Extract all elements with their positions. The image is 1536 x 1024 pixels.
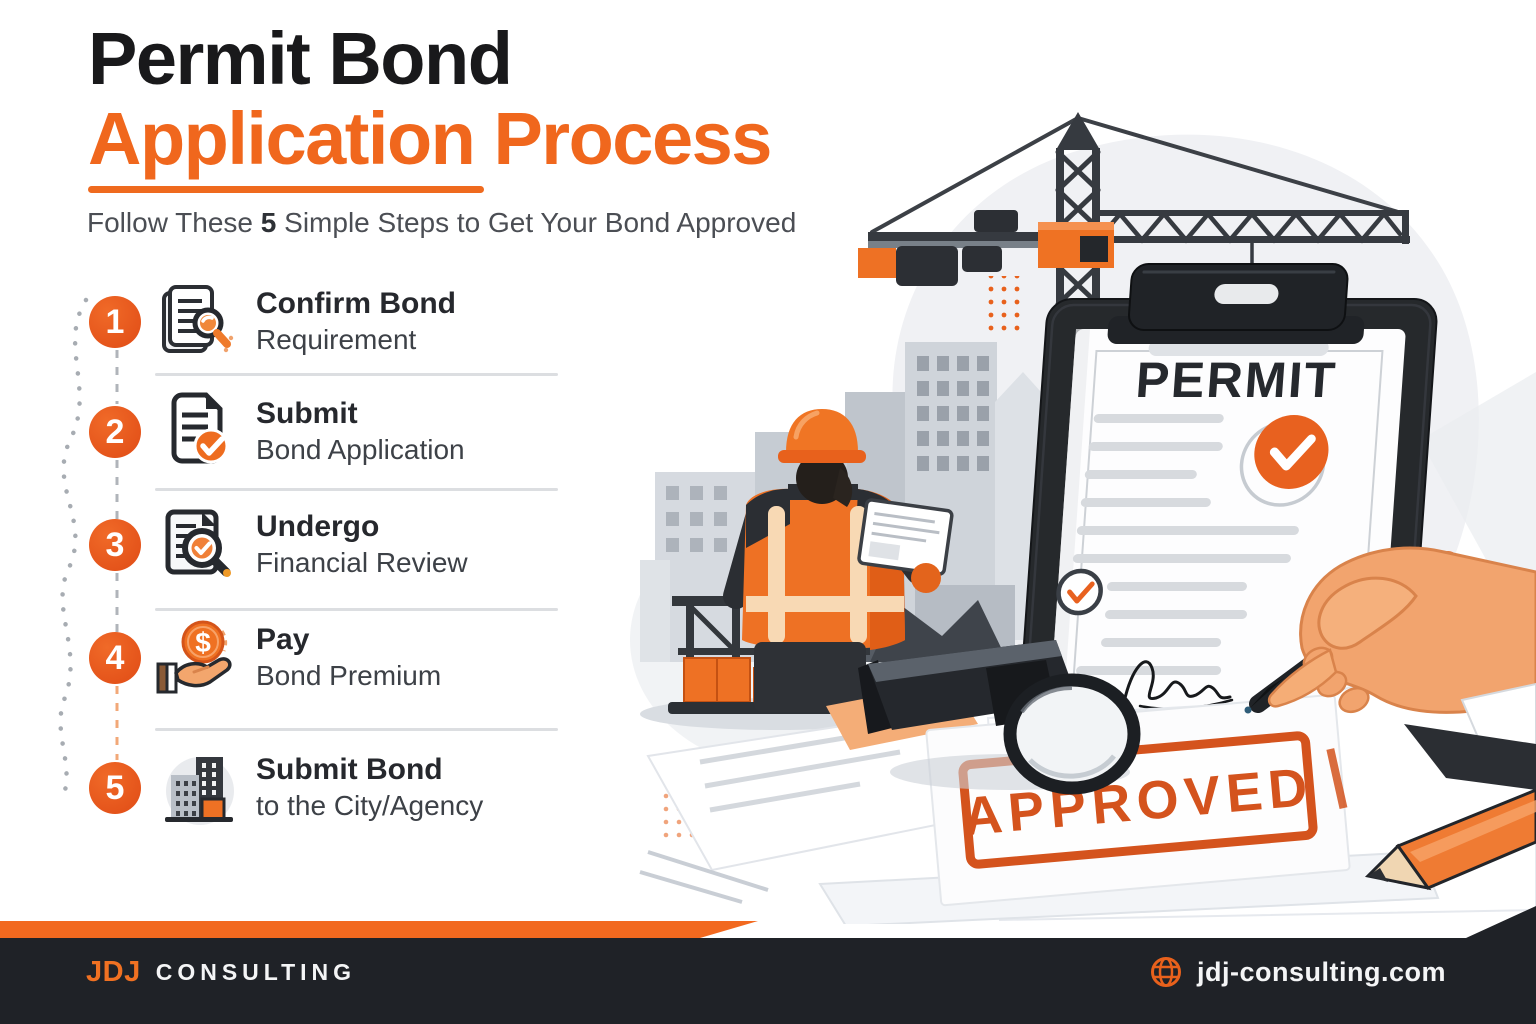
rubber-stamp bbox=[858, 640, 1141, 795]
step-5-text: Submit Bond to the City/Agency bbox=[256, 752, 483, 823]
step-subtitle: Bond Premium bbox=[256, 660, 442, 691]
step-title: Submit Bond bbox=[256, 753, 443, 786]
page-title-line1: Permit Bond bbox=[88, 17, 513, 100]
hand-coin-icon: $ bbox=[156, 620, 232, 694]
subtitle-prefix: Follow These bbox=[87, 207, 261, 238]
step-4-number-badge: 4 bbox=[89, 632, 141, 684]
brand-name-primary: JDJ bbox=[86, 955, 141, 988]
website-info: jdj-consulting.com bbox=[1148, 950, 1446, 994]
checkbox-circle bbox=[1056, 568, 1103, 616]
step-row-1: 1 Confirm Bond Requirement bbox=[88, 277, 588, 369]
construction-permit-illustration: PERMIT bbox=[630, 112, 1536, 924]
step-divider bbox=[155, 373, 558, 376]
step-row-4: 4 $ Pay Bond Premium bbox=[88, 613, 588, 705]
construction-worker bbox=[723, 409, 954, 712]
permit-title-label: PERMIT bbox=[1134, 352, 1339, 408]
signing-hand bbox=[1244, 546, 1536, 790]
page-subtitle: Follow These 5 Simple Steps to Get Your … bbox=[87, 207, 796, 239]
globe-icon bbox=[1151, 957, 1181, 987]
document-review-icon bbox=[165, 509, 231, 577]
subtitle-step-count: 5 bbox=[260, 207, 277, 238]
brand-name-secondary: CONSULTING bbox=[155, 958, 357, 985]
footer-bar: JDJ CONSULTING jdj-consulting.com bbox=[0, 904, 1536, 1024]
step-5-number-badge: 5 bbox=[89, 762, 141, 814]
step-1-number-badge: 1 bbox=[89, 296, 141, 348]
step-title: Pay bbox=[256, 623, 310, 656]
dot-grid-accent bbox=[985, 276, 1025, 334]
step-1-text: Confirm Bond Requirement bbox=[256, 286, 456, 357]
step-title: Confirm Bond bbox=[256, 287, 456, 320]
document-text-lines bbox=[1072, 414, 1299, 675]
step-divider bbox=[155, 728, 558, 731]
step-row-3: 3 Undergo Financial Review bbox=[88, 500, 588, 592]
page-title-line2: Application Process bbox=[88, 97, 772, 180]
pencil bbox=[1364, 788, 1536, 891]
worker-tablet bbox=[857, 498, 954, 576]
step-3-number-badge: 3 bbox=[89, 519, 141, 571]
title-underline bbox=[88, 186, 484, 193]
brand-logo: JDJ CONSULTING bbox=[86, 952, 356, 992]
step-subtitle: Requirement bbox=[256, 324, 417, 355]
step-row-5: 5 Submit Bond to the City/Agency bbox=[88, 743, 588, 835]
signature bbox=[1122, 660, 1232, 704]
suit-sleeve bbox=[1404, 724, 1536, 790]
tower-crane bbox=[858, 112, 1410, 318]
document-check-icon bbox=[171, 392, 229, 464]
step-subtitle: Bond Application bbox=[256, 434, 465, 465]
footer-orange-stripe bbox=[0, 921, 758, 938]
document-search-icon bbox=[162, 285, 234, 353]
approved-check-circle bbox=[1254, 415, 1329, 489]
step-title: Submit bbox=[256, 397, 358, 430]
step-title: Undergo bbox=[256, 510, 380, 543]
step-3-text: Undergo Financial Review bbox=[256, 509, 468, 580]
step-row-2: 2 Submit Bond Application bbox=[88, 387, 588, 479]
dollar-glyph: $ bbox=[195, 627, 211, 658]
step-divider bbox=[155, 608, 558, 611]
city-buildings-icon bbox=[165, 757, 234, 825]
step-2-number-badge: 2 bbox=[89, 406, 141, 458]
subtitle-suffix: Simple Steps to Get Your Bond Approved bbox=[276, 207, 797, 238]
step-4-text: Pay Bond Premium bbox=[256, 622, 441, 693]
pen-nib bbox=[1244, 706, 1252, 714]
website-url: jdj-consulting.com bbox=[1197, 956, 1446, 987]
step-subtitle: to the City/Agency bbox=[256, 790, 484, 821]
step-divider bbox=[155, 488, 558, 491]
step-subtitle: Financial Review bbox=[256, 547, 468, 578]
step-2-text: Submit Bond Application bbox=[256, 396, 465, 467]
